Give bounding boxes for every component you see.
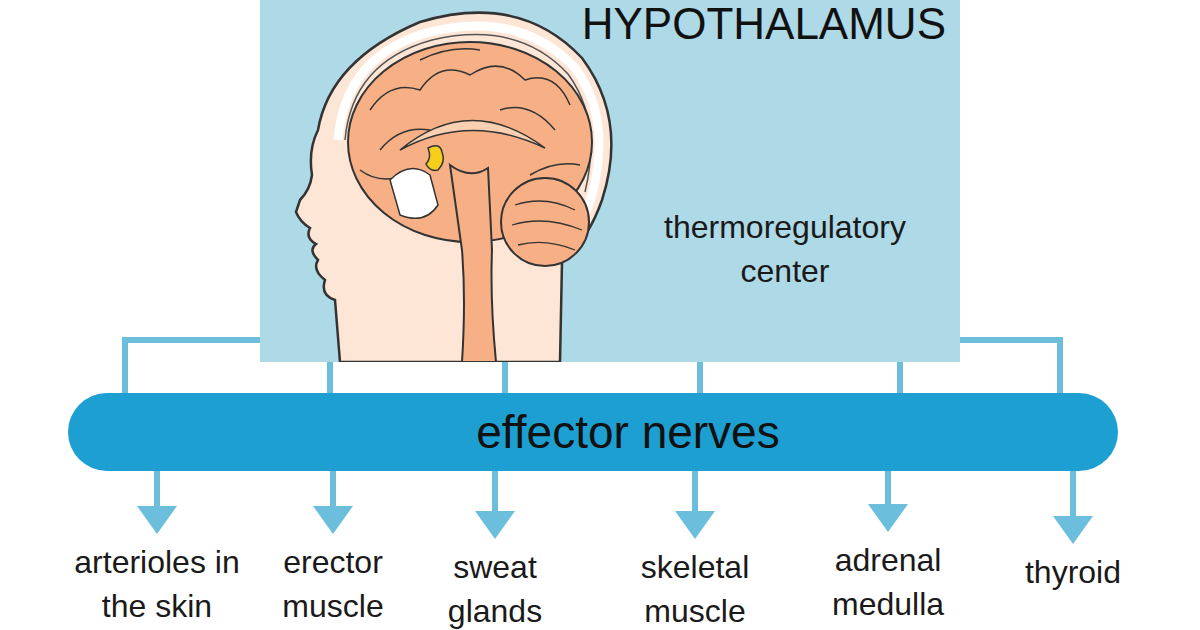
target-label: sweat glands xyxy=(430,545,560,630)
connector xyxy=(313,467,353,534)
arrow-shaft xyxy=(1070,467,1076,518)
effector-band: effector nerves xyxy=(68,393,1118,471)
arrow-head xyxy=(137,506,177,534)
target-text: skeletal muscle xyxy=(623,545,768,630)
head-outline xyxy=(296,13,611,362)
panel-subtitle: thermoregulatory center xyxy=(620,205,950,293)
target-text: adrenal medulla xyxy=(813,538,963,626)
target-label: adrenal medulla xyxy=(813,538,963,630)
target-text: thyroid xyxy=(1003,550,1143,594)
brain-gyri xyxy=(360,49,580,179)
target-label: thyroid xyxy=(1003,550,1143,598)
brainstem xyxy=(450,165,496,362)
panel-title: HYPOTHALAMUS xyxy=(582,0,946,48)
target-text: erector muscle xyxy=(263,540,403,628)
head-illustration xyxy=(260,0,960,362)
connector xyxy=(675,467,715,539)
target-label: skeletal muscle xyxy=(623,545,768,630)
corpus-callosum xyxy=(400,120,545,150)
arrow-head xyxy=(475,511,515,539)
arrow-head xyxy=(313,506,353,534)
arrow-head xyxy=(1053,516,1093,544)
connector xyxy=(868,467,908,532)
arrow-head xyxy=(675,511,715,539)
band-label: effector nerves xyxy=(406,406,779,458)
target-text: arterioles in the skin xyxy=(72,540,242,628)
sinus-area xyxy=(390,169,438,219)
hypothalamus-panel: HYPOTHALAMUS thermoregulatory center xyxy=(260,0,960,362)
connector xyxy=(475,467,515,539)
arrow-shaft xyxy=(154,467,160,508)
connector xyxy=(137,467,177,534)
arrow-shaft xyxy=(885,467,891,506)
arrow-shaft xyxy=(692,467,698,513)
target-label: erector muscle xyxy=(263,540,403,630)
connector xyxy=(1053,467,1093,544)
arrow-head xyxy=(868,504,908,532)
target-label: arterioles in the skin xyxy=(72,540,242,630)
cerebellum xyxy=(501,178,589,266)
arrow-shaft xyxy=(330,467,336,508)
cerebellum-folds xyxy=(512,201,582,250)
hypothalamus xyxy=(426,146,443,171)
target-text: sweat glands xyxy=(430,545,560,630)
arrow-shaft xyxy=(492,467,498,513)
